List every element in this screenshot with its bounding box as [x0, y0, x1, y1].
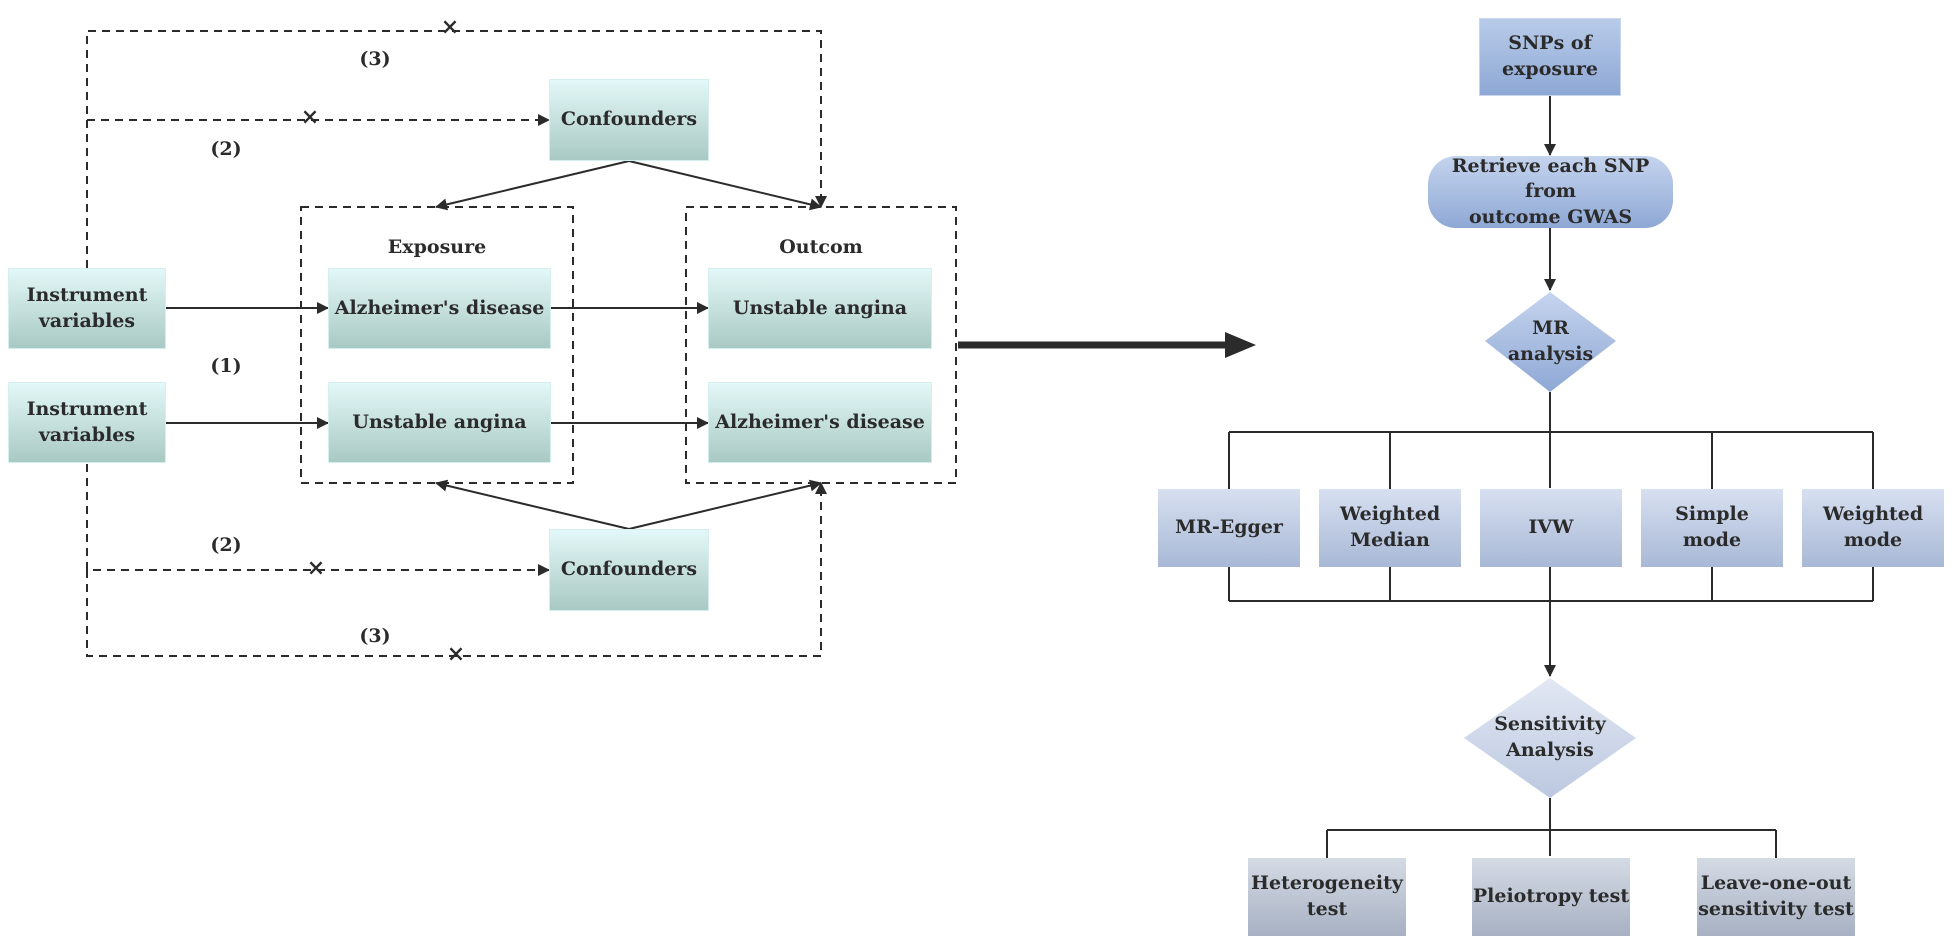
- cross-mark-2-bottom: ×: [306, 555, 326, 581]
- confounders-bottom: Confounders: [549, 529, 709, 611]
- test-pleiotropy: Pleiotropy test: [1472, 858, 1630, 936]
- mr-analysis-diamond: [1485, 292, 1616, 392]
- retrieve-snp-box: Retrieve each SNP from outcome GWAS: [1428, 155, 1673, 228]
- confounders-top: Confounders: [549, 79, 709, 161]
- exposure-alzheimers: Alzheimer's disease: [328, 268, 551, 349]
- instrument-variables-top: Instrument variables: [8, 268, 166, 349]
- path-3-top: [86, 30, 827, 268]
- test-leave-one-out: Leave-one-out sensitivity test: [1697, 858, 1855, 936]
- method-weighted-median: Weighted Median: [1319, 489, 1461, 567]
- outcome-unstable-angina: Unstable angina: [708, 268, 932, 349]
- sensitivity-diamond: [1464, 678, 1636, 798]
- method-simple-mode: Simple mode: [1641, 489, 1783, 567]
- exposure-unstable-angina: Unstable angina: [328, 382, 551, 463]
- label-3-top: (3): [359, 48, 391, 70]
- sensitivity-analysis-label: Sensitivity Analysis: [1494, 713, 1606, 761]
- label-2-bottom: (2): [210, 534, 242, 556]
- outcome-alzheimers: Alzheimer's disease: [708, 382, 932, 463]
- cross-mark-3-top: ×: [440, 14, 460, 40]
- mr-analysis-label: MR analysis: [1507, 317, 1594, 365]
- outcome-group-border: [685, 206, 957, 484]
- snps-of-exposure: SNPs of exposure: [1479, 18, 1621, 96]
- label-1: (1): [210, 355, 242, 377]
- cross-mark-3-bottom: ×: [446, 641, 466, 667]
- cross-mark-2-top: ×: [300, 104, 320, 130]
- outcome-title: Outcom: [779, 236, 863, 258]
- exposure-title: Exposure: [387, 236, 487, 258]
- label-2-top: (2): [210, 138, 242, 160]
- path-3-bottom: [86, 482, 827, 657]
- method-ivw: IVW: [1480, 489, 1622, 567]
- method-weighted-mode: Weighted mode: [1802, 489, 1944, 567]
- label-3-bottom: (3): [359, 625, 391, 647]
- exposure-group-border: [300, 206, 574, 484]
- test-heterogeneity: Heterogeneity test: [1248, 858, 1406, 936]
- instrument-variables-bottom: Instrument variables: [8, 382, 166, 463]
- method-mr-egger: MR-Egger: [1158, 489, 1300, 567]
